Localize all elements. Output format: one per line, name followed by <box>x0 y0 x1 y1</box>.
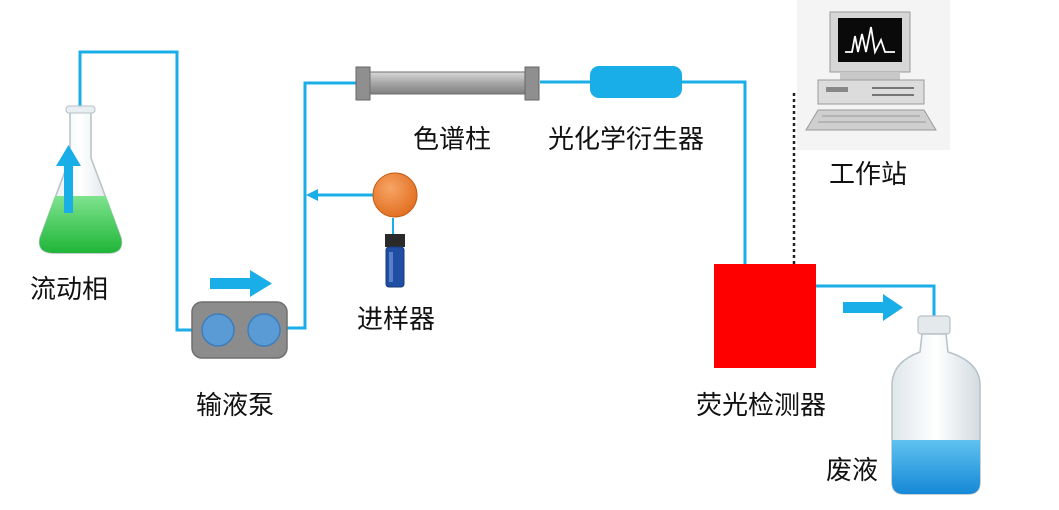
mobile-phase-label: 流动相 <box>30 275 109 305</box>
waste-bottle-icon <box>891 315 981 495</box>
detector-label: 荧光检测器 <box>696 391 827 421</box>
tube-derivatizer-to-detector <box>680 80 747 268</box>
injector-label: 进样器 <box>357 305 436 335</box>
pump-icon <box>191 301 288 359</box>
flow-tubing <box>78 50 936 412</box>
detector-box-icon <box>714 264 816 368</box>
tube-pump-to-column <box>284 81 356 330</box>
column-label: 色谱柱 <box>413 125 492 155</box>
flow-arrow-waste <box>843 294 903 321</box>
injector-valve-icon <box>372 172 418 218</box>
sample-vial-icon <box>385 234 405 288</box>
erlenmeyer-flask-icon <box>38 105 123 254</box>
pump-label: 输液泵 <box>196 391 275 421</box>
tube-flask-to-pump <box>78 50 196 332</box>
flow-arrow-pump <box>210 270 272 297</box>
photoreactor-icon <box>590 66 682 98</box>
injection-arrowhead <box>306 189 318 201</box>
derivatizer-label: 光化学衍生器 <box>548 125 705 155</box>
column-icon <box>355 66 540 101</box>
waste-label: 废液 <box>826 456 879 486</box>
workstation-label: 工作站 <box>829 160 908 190</box>
computer-workstation-icon <box>797 0 950 150</box>
